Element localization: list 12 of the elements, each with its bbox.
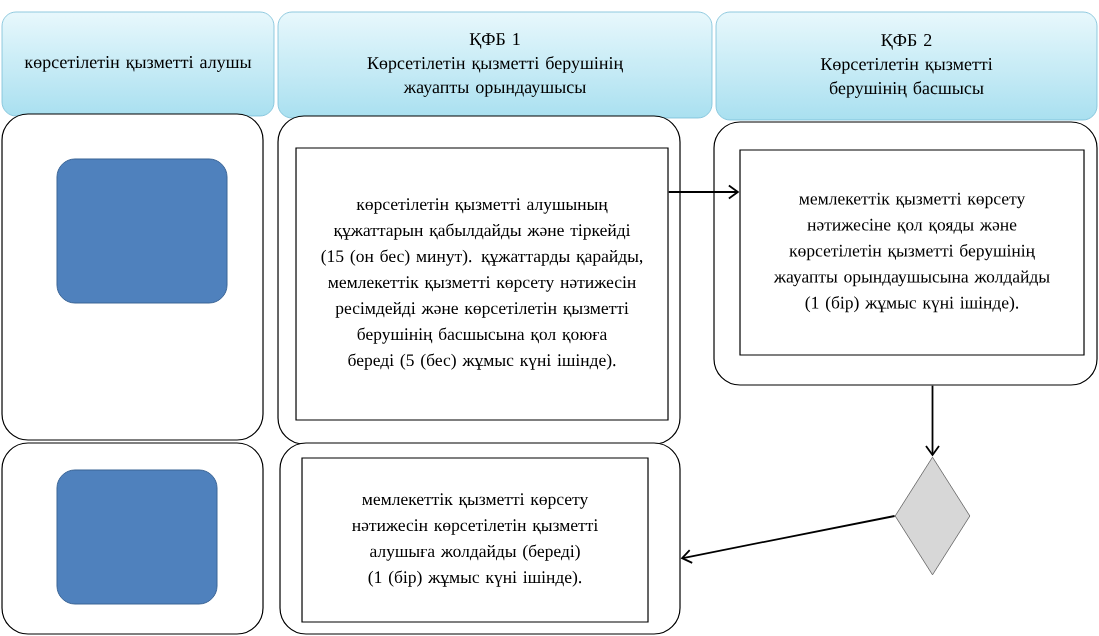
arrow: [925, 384, 940, 457]
rounded-square: [56, 469, 218, 605]
text-box: көрсетілетін қызметті алушының құжаттарын қабылдайды және тіркейді (15 (он бес) минут). құжаттарды қарайды, мемлекеттік қызметті көрсету нәтижесін ресімдейді және көрсетілетін қызметті берушінің басшысына қол қоюға береді (5 (бес) жұмыс күні ішінде).: [295, 147, 669, 421]
text-box: мемлекеттік қызметті көрсету нәтижесіне қол қояды және көрсетілетін қызметті берушінің жауапты орындаушысына жолдайды (1 (бір) жұмыс күні ішінде).: [739, 149, 1085, 356]
lane-header: көрсетілетін қызметті алушы: [1, 11, 275, 117]
arrow: [667, 184, 740, 200]
lane-header: ҚФБ 2 Көрсетілетін қызметті берушінің басшысы: [715, 11, 1098, 121]
rounded-square: [56, 158, 228, 304]
text-box: мемлекеттік қызметті көрсету нәтижесін көрсетілетін қызметті алушыға жолдайды (береді) (1 (бір) жұмыс күні ішінде).: [301, 457, 649, 623]
lane-header: ҚФБ 1 Көрсетілетін қызметті берушінің жауапты орындаушысы: [277, 11, 713, 119]
arrow: [680, 515, 896, 564]
decision-diamond: [894, 456, 971, 576]
